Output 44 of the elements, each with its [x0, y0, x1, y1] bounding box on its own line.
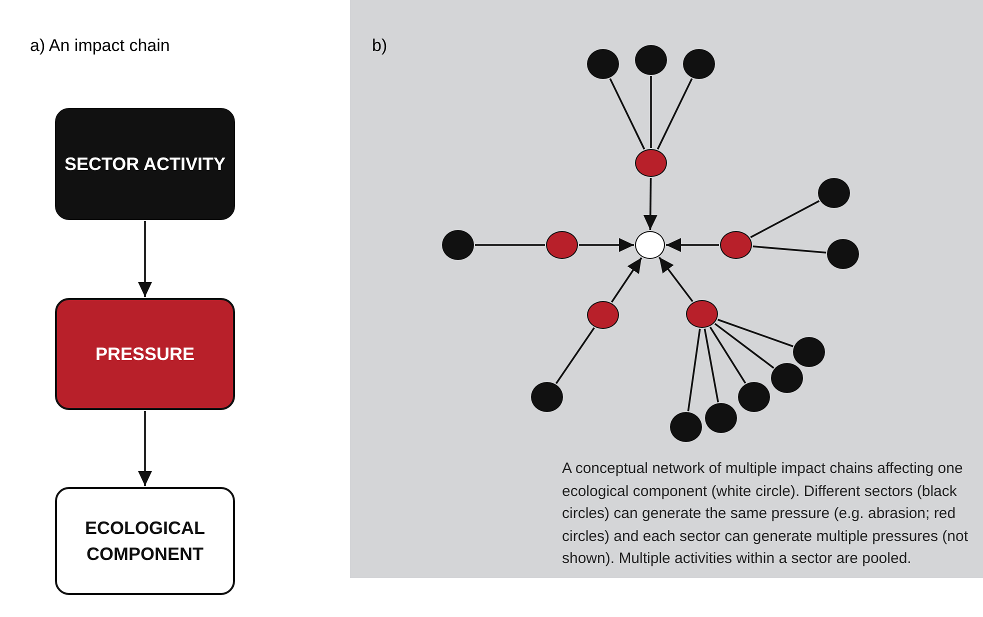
- sector-circle: [793, 337, 825, 367]
- connector-line: [750, 200, 820, 238]
- pressure-circle: [546, 231, 578, 259]
- panel-background: [350, 0, 983, 578]
- panel-label: b): [372, 36, 388, 56]
- sector-circle: [587, 49, 619, 79]
- process-box: ECOLOGICAL COMPONENT: [55, 487, 235, 595]
- connector-line: [709, 326, 746, 384]
- connector-line: [555, 327, 595, 384]
- sector-circle: [705, 403, 737, 433]
- pressure-circle: [635, 149, 667, 177]
- component-circle: [635, 231, 665, 259]
- arrow: [643, 178, 658, 230]
- pressure-circle: [686, 300, 718, 328]
- connector-line: [718, 318, 794, 348]
- arrow: [666, 238, 719, 252]
- sector-circle: [670, 412, 702, 442]
- connector-line: [704, 328, 719, 402]
- sector-circle: [683, 49, 715, 79]
- panel-label: a) An impact chain: [30, 36, 170, 56]
- sector-circle: [738, 382, 770, 412]
- sector-circle: [442, 230, 474, 260]
- arrow: [610, 257, 642, 303]
- connector-line: [714, 322, 774, 369]
- connector-line: [687, 328, 701, 412]
- arrow: [138, 411, 152, 486]
- sector-circle: [827, 239, 859, 269]
- connector-line: [752, 246, 826, 254]
- process-box: SECTOR ACTIVITY: [55, 108, 235, 220]
- sector-circle: [531, 382, 563, 412]
- arrow: [138, 221, 152, 297]
- pressure-circle: [720, 231, 752, 259]
- sector-circle: [635, 45, 667, 75]
- caption-text: A conceptual network of multiple impact chains affecting one ecological component (white circle). Different sectors (black circles) can generate the same pressure (e.g. abrasion; red circles) and each sector can generate multiple pressures (not shown). Multiple activities within a sector are pooled.: [562, 459, 970, 569]
- connector-line: [609, 78, 646, 150]
- sector-circle: [818, 178, 850, 208]
- connector-line: [475, 244, 545, 246]
- arrow: [579, 238, 634, 252]
- connector-line: [650, 76, 652, 148]
- arrow: [658, 256, 694, 302]
- process-box: PRESSURE: [55, 298, 235, 410]
- connector-line: [656, 78, 693, 150]
- pressure-circle: [587, 301, 619, 329]
- sector-circle: [771, 363, 803, 393]
